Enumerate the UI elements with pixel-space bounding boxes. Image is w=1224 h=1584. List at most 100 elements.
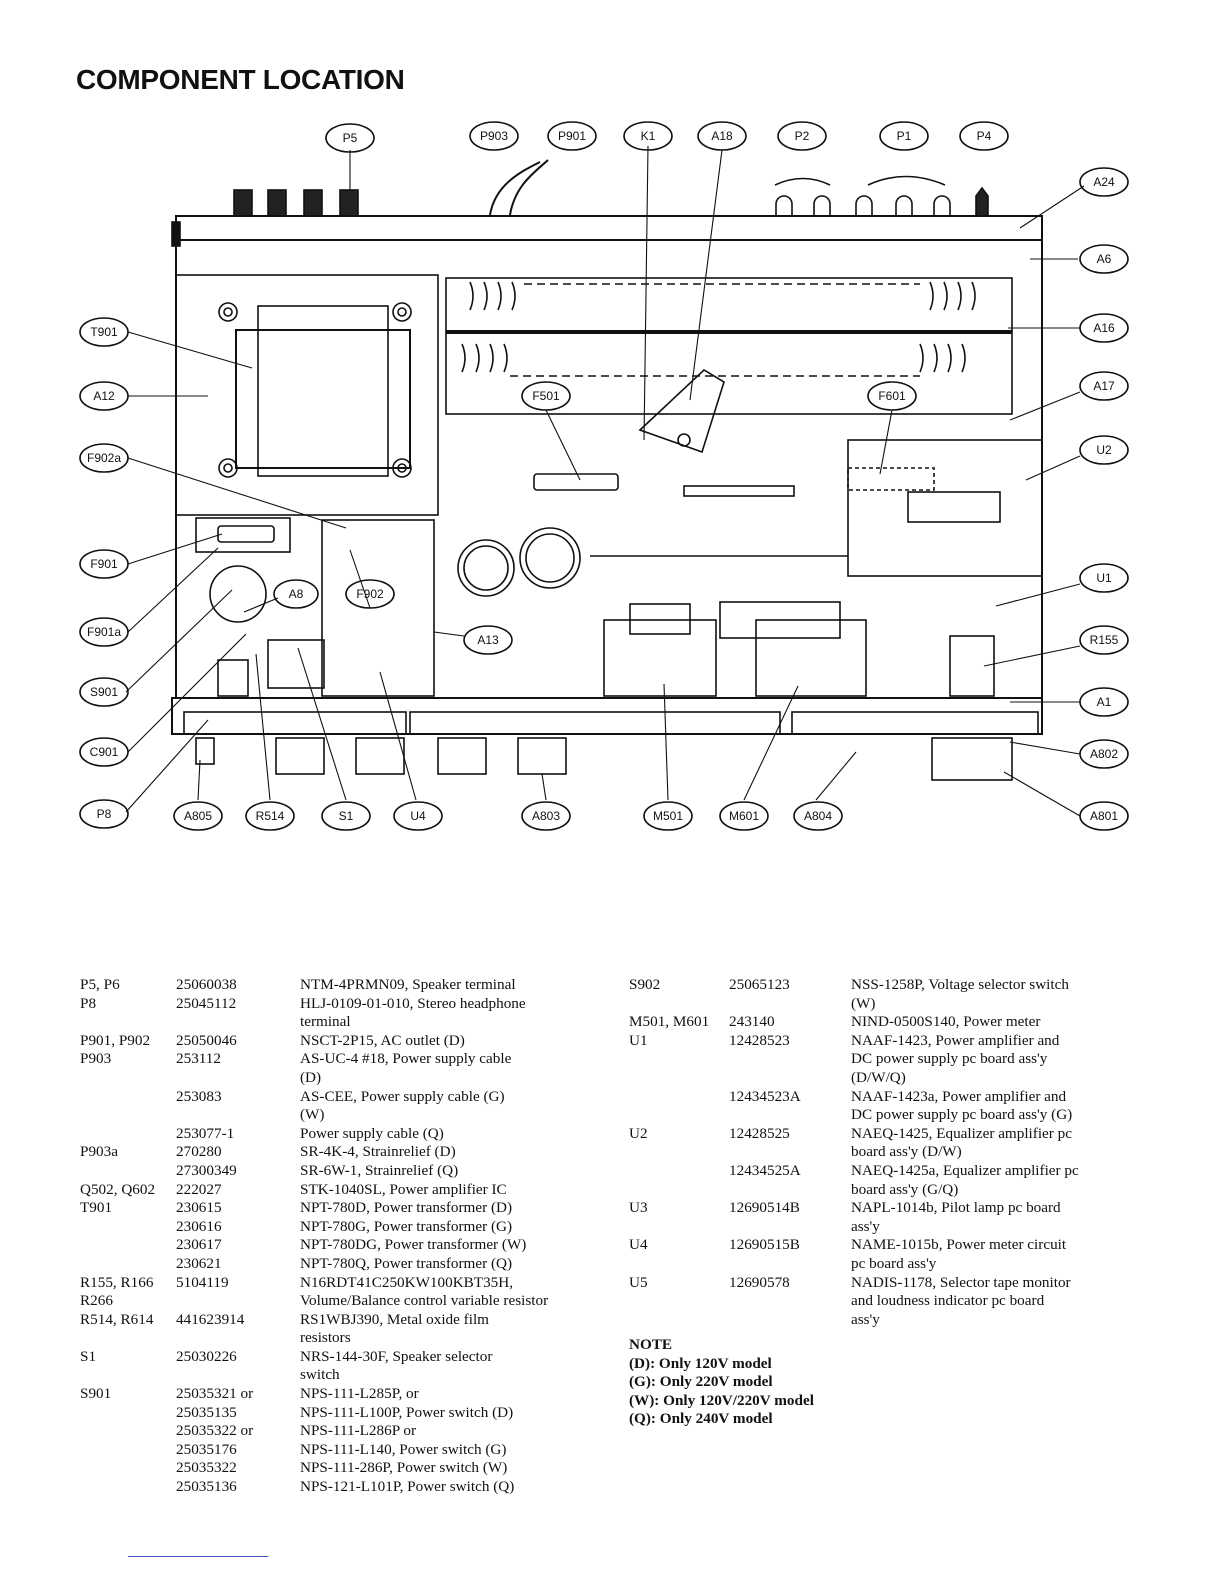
part-description: NSCT-2P15, AC outlet (D) (300, 1032, 590, 1051)
part-number: 25060038 (176, 976, 237, 993)
part-ref: M501, M601 (629, 1013, 710, 1031)
svg-text:K1: K1 (641, 129, 656, 143)
parts-row: 25035322 NPS-111-286P, Power switch (W) (80, 1459, 590, 1478)
part-description: NPS-111-L100P, Power switch (D) (300, 1404, 590, 1423)
part-description-line: NPT-780Q, Power transformer (Q) (300, 1254, 513, 1272)
part-description-line: NPS-111-L286P or (300, 1422, 417, 1440)
part-ref (629, 1162, 729, 1199)
svg-text:P903: P903 (480, 129, 508, 143)
part-description-line: NTM-4PRMN09, Speaker terminal (300, 976, 516, 993)
part-description: NPS-111-L140, Power switch (G) (300, 1441, 590, 1460)
callout-a8: A8 (273, 579, 319, 609)
front-panel-knobs (275, 737, 1013, 781)
svg-text:P4: P4 (977, 129, 992, 143)
part-number: 25050046 (176, 1031, 237, 1049)
part-number: 230617 (176, 1236, 222, 1254)
callout-r514: R514 (245, 801, 295, 831)
callout-f901a: F901a (79, 617, 129, 647)
callout-a802: A802 (1079, 739, 1129, 769)
part-description: NPS-111-286P, Power switch (W) (300, 1459, 590, 1478)
callout-p8: P8 (79, 799, 129, 829)
part-number: 441623914 (176, 1310, 245, 1328)
part-number: 25035321 or (176, 1385, 254, 1403)
note-block: NOTE (D): Only 120V model (G): Only 220V… (629, 1336, 814, 1429)
part-ref: S901 (80, 1385, 112, 1403)
part-description-line: NAAF-1423, Power amplifier and (851, 1031, 1060, 1049)
part-number (176, 1292, 300, 1311)
part-description-line: DC power supply pc board ass'y (G) (851, 1106, 1073, 1124)
part-description: STK-1040SL, Power amplifier IC (300, 1181, 590, 1200)
part-description-line: (D) (300, 1068, 322, 1086)
part-ref: P903a (80, 1143, 118, 1161)
part-ref: Q502, Q602 (80, 1180, 156, 1198)
part-description-line: (D/W/Q) (851, 1068, 906, 1086)
part-number: 12690515B (729, 1236, 800, 1254)
part-number: 12428523 (729, 1031, 790, 1049)
part-description-line: N16RDT41C250KW100KBT35H, (300, 1273, 514, 1291)
part-description: NPT-780D, Power transformer (D) (300, 1199, 590, 1218)
callout-c901: C901 (79, 737, 129, 767)
part-description-line: resistors (300, 1329, 351, 1347)
part-description-line: board ass'y (D/W) (851, 1143, 962, 1161)
part-description-line: AS-UC-4 #18, Power supply cable (300, 1050, 512, 1068)
component-location-diagram: P5 P903 P901 K1 A18 P2 P1 P4 A24 A6 A16 … (79, 121, 1129, 831)
callout-f501: F501 (521, 381, 571, 411)
part-description-line: NADIS-1178, Selector tape monitor (851, 1273, 1071, 1291)
heat-sink-fins (461, 281, 976, 373)
part-description-line: and loudness indicator pc board (851, 1292, 1045, 1310)
part-description: AS-UC-4 #18, Power supply cable(D) (300, 1050, 590, 1087)
svg-text:A16: A16 (1093, 321, 1115, 335)
svg-text:A804: A804 (804, 809, 832, 823)
callout-p903: P903 (469, 121, 519, 151)
part-ref: P903 (80, 1050, 112, 1068)
svg-text:S901: S901 (90, 685, 118, 699)
part-number: 12690578 (729, 1273, 790, 1291)
svg-text:F902a: F902a (87, 451, 121, 465)
part-description-line: NPS-111-286P, Power switch (W) (300, 1459, 508, 1477)
leader-lines (125, 145, 1085, 817)
part-description-line: pc board ass'y (851, 1254, 937, 1272)
svg-text:F901: F901 (90, 557, 118, 571)
part-ref: P901, P902 (80, 1031, 151, 1049)
rca-jacks (775, 186, 989, 216)
chassis (175, 215, 1043, 699)
svg-text:M501: M501 (653, 809, 683, 823)
part-description-line: ass'y (851, 1217, 880, 1235)
part-description-line: Volume/Balance control variable resistor (300, 1292, 549, 1310)
part-description-line: Power supply cable (Q) (300, 1124, 444, 1142)
callout-f902: F902 (345, 579, 395, 609)
svg-text:P8: P8 (97, 807, 112, 821)
part-description-line: NAEQ-1425, Equalizer amplifier pc (851, 1124, 1072, 1142)
part-ref: U3 (629, 1199, 648, 1217)
part-description-line: (W) (851, 994, 876, 1012)
part-description: N16RDT41C250KW100KBT35H, (300, 1274, 590, 1293)
part-description-line: ass'y (851, 1310, 880, 1328)
callout-a18: A18 (697, 121, 747, 151)
part-description-line: (W) (300, 1106, 325, 1124)
part-description-line: NRS-144-30F, Speaker selector (300, 1347, 493, 1365)
part-number: 25045112 (176, 994, 237, 1012)
part-number: 25035322 (176, 1459, 237, 1477)
part-number: 27300349 (176, 1161, 237, 1179)
part-number: 25065123 (729, 976, 790, 993)
part-ref: R155, R166 (80, 1273, 154, 1291)
svg-text:M601: M601 (729, 809, 759, 823)
part-description-line: terminal (300, 1013, 351, 1031)
